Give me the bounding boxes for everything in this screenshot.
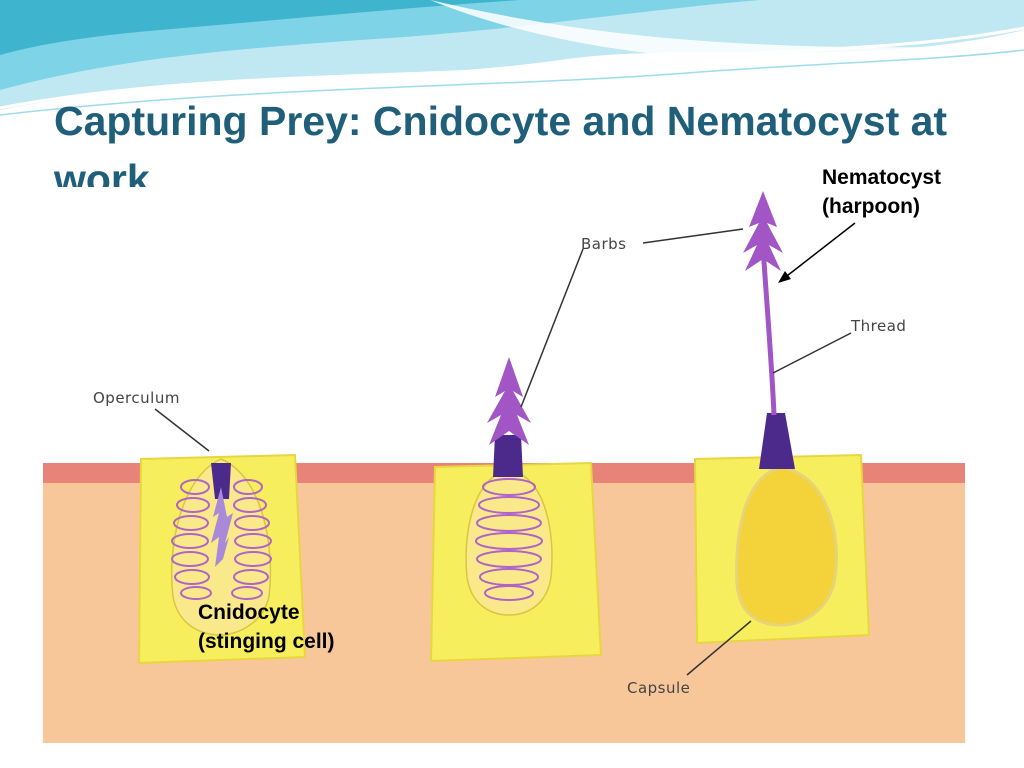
barbs — [743, 191, 783, 271]
barbs-pointer-2 — [642, 228, 744, 244]
cnidocyte-discharged — [693, 191, 871, 645]
operculum-plug — [759, 413, 795, 469]
capsule — [465, 468, 553, 616]
barbs-pointer-1 — [520, 248, 584, 408]
nematocyst-callout: Nematocyst (harpoon) — [822, 163, 941, 221]
capsule-pointer — [686, 620, 752, 676]
thread — [760, 246, 777, 416]
thread-coil — [475, 478, 543, 601]
cnidocyte-coiled — [137, 453, 307, 665]
thread-label: Thread — [850, 317, 906, 335]
nematocyst-arrowhead — [778, 271, 791, 283]
operculum-pointer — [154, 408, 210, 452]
cnidocyte-callout-line1: Cnidocyte — [198, 601, 300, 624]
cnidocyte-callout-line2: (stinging cell) — [198, 630, 335, 653]
nematocyst-callout-line1: Nematocyst — [822, 166, 942, 189]
slide-title: Capturing Prey: Cnidocyte and Nematocyst… — [54, 98, 948, 190]
nematocyst-callout-line2: (harpoon) — [822, 195, 920, 218]
operculum-label: Operculum — [93, 389, 180, 407]
thread-coil-right — [231, 479, 272, 600]
capsule — [735, 465, 838, 627]
inverted-barbs — [211, 487, 233, 567]
cnidocyte-discharging — [429, 357, 603, 663]
operculum-plug — [493, 435, 523, 477]
cnidocyte-callout: Cnidocyte (stinging cell) — [198, 598, 335, 656]
diagram-illustration: Operculum Barbs Thread Capsule — [43, 191, 965, 743]
operculum-plug — [211, 463, 231, 499]
barbs-label: Barbs — [581, 235, 627, 253]
thread-coil-left — [171, 479, 212, 600]
barbs — [487, 357, 531, 445]
thread-pointer — [772, 332, 852, 374]
header-wave-decoration — [0, 0, 1024, 116]
cnidocyte-diagram: Operculum Barbs Thread Capsule — [43, 187, 965, 743]
capsule-label: Capsule — [627, 679, 690, 697]
nematocyst-arrow — [782, 222, 856, 280]
